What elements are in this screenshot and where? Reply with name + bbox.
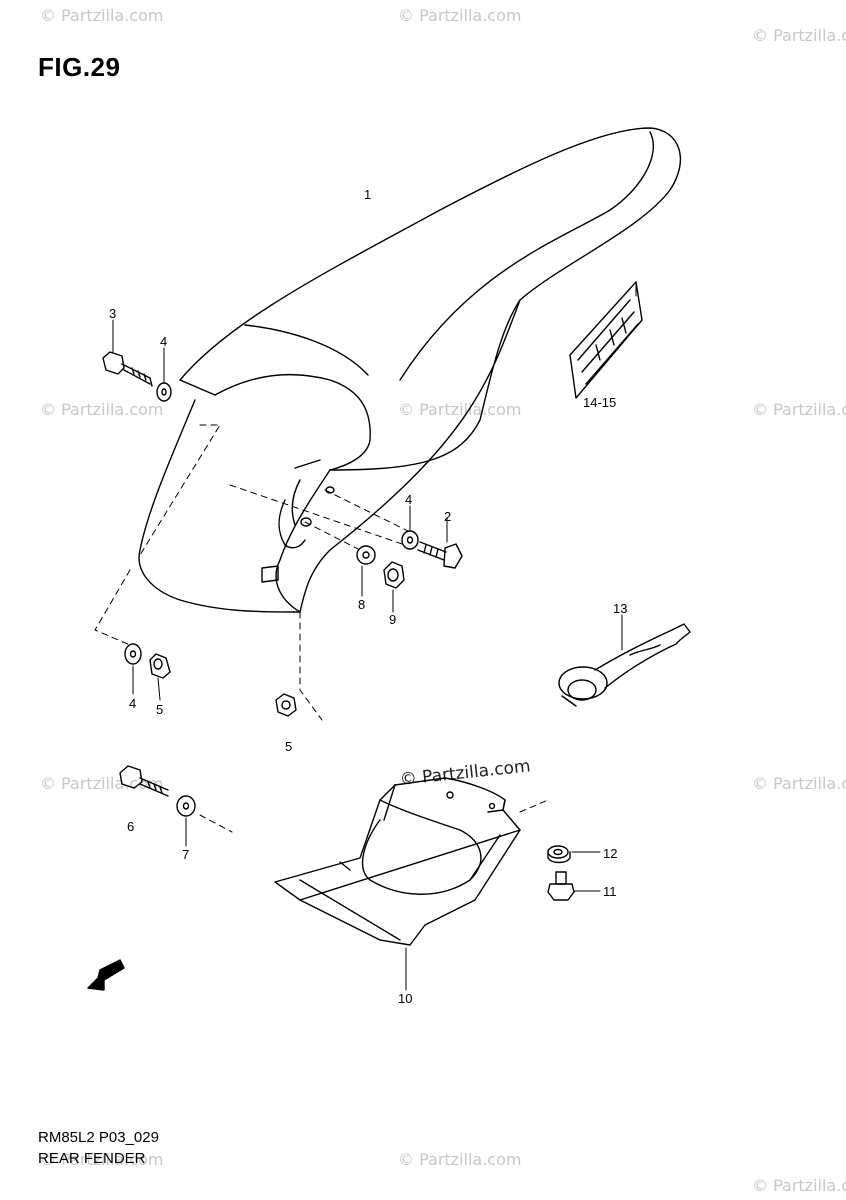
mud-guard-part-10 <box>274 777 521 946</box>
diagram-code: RM85L2 P03_029 <box>38 1129 159 1146</box>
figure-title: FIG.29 <box>38 52 121 82</box>
label-plate-part-14 <box>569 281 643 399</box>
callout-8: 8 <box>358 597 365 612</box>
callout-14-15: 14-15 <box>583 395 616 410</box>
strap-part-13 <box>558 623 691 707</box>
callout-4: 4 <box>405 492 412 507</box>
section-title: REAR FENDER <box>38 1150 146 1167</box>
watermark: © Partzilla.com <box>40 1150 164 1169</box>
watermark: © Partzilla.com <box>752 400 846 419</box>
watermark: © Partzilla.com <box>752 26 846 45</box>
callout-5: 5 <box>285 739 292 754</box>
watermark: © Partzilla.com <box>398 1150 522 1169</box>
front-arrow-icon <box>87 959 125 991</box>
watermark: © Partzilla.com <box>752 1176 846 1195</box>
washer-part-4 <box>156 382 172 402</box>
watermark: © Partzilla.com <box>40 400 164 419</box>
callout-1: 1 <box>364 187 371 202</box>
nut-part-12 <box>547 845 571 864</box>
watermark: © Partzilla.com <box>398 6 522 25</box>
callout-5: 5 <box>156 702 163 717</box>
washer-part-8 <box>356 545 376 565</box>
nut-part-5b <box>275 693 297 717</box>
callout-10: 10 <box>398 991 412 1006</box>
nut-part-5 <box>149 653 171 679</box>
callout-7: 7 <box>182 847 189 862</box>
callout-3: 3 <box>109 306 116 321</box>
callout-4: 4 <box>160 334 167 349</box>
bolt-part-11 <box>547 871 575 901</box>
callout-9: 9 <box>389 612 396 627</box>
bolt-part-2 <box>417 541 463 569</box>
washer-part-4c <box>124 643 142 665</box>
bolt-part-6 <box>119 765 169 797</box>
watermark: © Partzilla.com <box>40 6 164 25</box>
callout-12: 12 <box>603 846 617 861</box>
callout-13: 13 <box>613 601 627 616</box>
nut-part-9 <box>383 561 405 589</box>
watermark: © Partzilla.com <box>752 774 846 793</box>
callout-11: 11 <box>603 884 617 899</box>
watermark: © Partzilla.com <box>398 400 522 419</box>
rear-fender-part <box>138 127 681 613</box>
bolt-part-3 <box>102 351 153 387</box>
washer-part-4b <box>401 530 419 550</box>
washer-part-7 <box>176 795 196 817</box>
callout-4: 4 <box>129 696 136 711</box>
callout-2: 2 <box>444 509 451 524</box>
callout-6: 6 <box>127 819 134 834</box>
